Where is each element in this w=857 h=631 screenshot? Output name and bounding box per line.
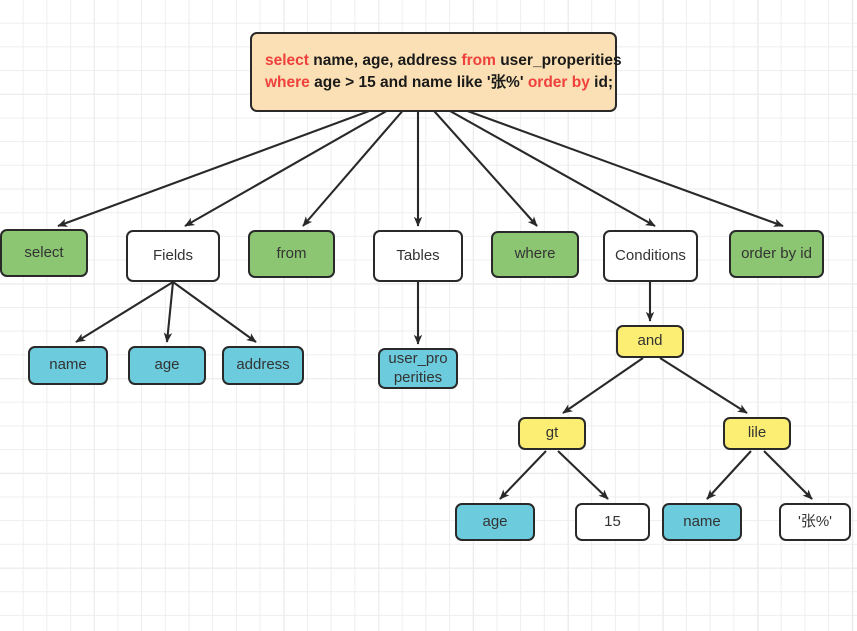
node-select-label: select [24,243,64,261]
sql-text-conditions: age > 15 and name like '张%' [309,74,528,91]
edge-root-orderby [417,92,784,227]
node-order-by-id-label: order by id [741,244,812,262]
node-lile-operand-literal-label: '张%' [797,512,833,530]
node-field-age-label: age [154,356,180,374]
edge-root-where [417,92,538,227]
node-field-address-label: address [236,356,290,374]
edge-gt-age [499,450,547,500]
edge-root-fields [184,92,419,227]
edge-root-select [57,92,419,227]
node-gt-operand-15[interactable]: 15 [575,503,650,541]
node-order-by-id[interactable]: order by id [729,230,824,278]
sql-text-table: user_properities [495,52,622,69]
edge-and-gt [562,357,644,414]
node-field-address[interactable]: address [222,346,304,385]
node-gt-operand-age[interactable]: age [455,503,535,541]
node-gt-operand-age-label: age [482,512,508,530]
edge-and-lile [659,357,748,414]
edge-gt-15 [557,450,609,500]
node-select[interactable]: select [0,229,88,277]
edge-lile-lit [763,450,813,500]
node-lile-operand-literal[interactable]: '张%' [779,503,851,541]
node-lile[interactable]: lile [723,417,791,450]
node-field-age[interactable]: age [128,346,206,385]
node-fields-label: Fields [152,246,193,264]
edge-fields-address [172,281,257,343]
sql-keyword-orderby: order by [527,74,590,91]
root-sql-node[interactable]: select name, age, address from user_prop… [250,32,622,112]
node-where[interactable]: where [491,231,579,278]
node-lile-label: lile [747,424,767,442]
root-sql-line-2: where age > 15 and name like '张%' order … [265,72,613,94]
edge-root-from [302,92,419,227]
sql-text-fields: name, age, address [308,52,462,69]
node-field-name-label: name [49,356,87,374]
sql-keyword-select: select [265,52,309,69]
edge-root-conditions [417,92,656,227]
edge-lile-name [706,450,752,500]
node-fields[interactable]: Fields [126,230,220,282]
node-gt-operand-15-label: 15 [604,512,621,530]
edge-fields-name [75,281,174,343]
node-from-label: from [276,244,307,262]
node-tables-label: Tables [396,246,440,264]
node-tables[interactable]: Tables [373,230,463,282]
node-and-label: and [637,332,663,350]
node-field-name[interactable]: name [28,346,108,385]
node-conditions-label: Conditions [615,246,686,264]
sql-keyword-from: from [461,52,496,69]
node-and[interactable]: and [616,325,684,358]
node-lile-operand-name-label: name [683,512,721,530]
node-lile-operand-name[interactable]: name [662,503,742,541]
sql-text-orderby-col: id; [589,74,614,91]
sql-keyword-where: where [265,74,310,91]
node-from[interactable]: from [248,230,335,278]
node-where-label: where [514,245,556,263]
node-conditions[interactable]: Conditions [603,230,698,282]
node-gt[interactable]: gt [518,417,586,450]
node-gt-label: gt [545,424,559,442]
root-sql-line-1: select name, age, address from user_prop… [265,50,622,72]
edge-fields-age [163,281,175,343]
